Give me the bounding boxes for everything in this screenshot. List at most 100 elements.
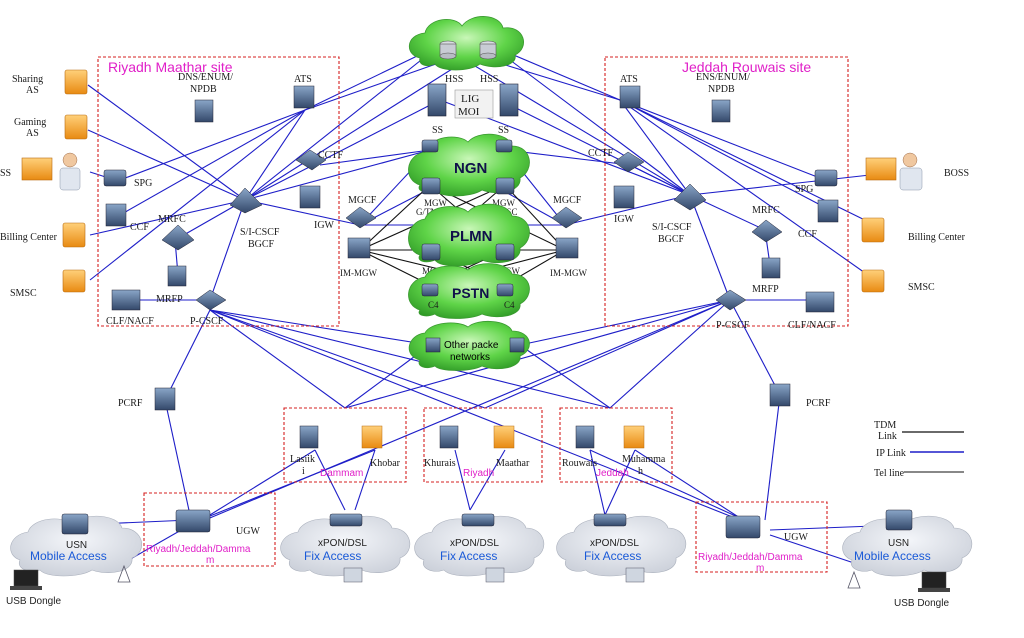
pc-icon	[625, 567, 645, 583]
jeddah-clf-label: CLF/NACF	[788, 320, 836, 331]
dammam-left-label-2: i	[302, 466, 305, 477]
ss-left-label: SS	[432, 125, 443, 136]
laptop-icon	[13, 569, 39, 587]
ats-server-icon	[619, 85, 641, 109]
jeddah-pcscf-label: P-CSCF	[716, 320, 750, 331]
dsl-modem-icon	[593, 513, 627, 527]
pcscf-icon	[195, 289, 227, 311]
clf-server-icon	[111, 289, 141, 311]
riyadh-scscf-label-2: BGCF	[248, 239, 275, 250]
boss-right: BOSS	[865, 152, 969, 191]
ens-server-icon	[711, 99, 731, 123]
jeddah-igw-label: IGW	[614, 214, 635, 225]
right-mobile-label: Mobile Access	[854, 549, 931, 563]
pcrf-right-label: PCRF	[806, 398, 831, 409]
legend-ip-label: IP Link	[876, 448, 906, 459]
sharing-as: Sharing AS	[12, 69, 88, 96]
dammam-left-label-1: Lasiik	[290, 454, 315, 465]
left-usn-label: USN	[66, 540, 87, 551]
ss-right-label: SS	[498, 125, 509, 136]
mobile-access-left: USN Mobile Access USB Dongle	[6, 513, 142, 607]
left-ugw-box-label-2: m	[206, 555, 214, 566]
computer-icon	[865, 157, 897, 181]
hss-cloud: HSS HSS	[408, 16, 524, 85]
boss-left-label: SS	[0, 168, 11, 179]
ccf-server-icon	[105, 203, 127, 227]
link-lines	[74, 44, 901, 566]
left-ugw-label: UGW	[236, 526, 260, 537]
riyadh-left-label: Khurais	[424, 458, 456, 469]
igw-server-icon	[299, 185, 321, 209]
mgcf-right-label: MGCF	[553, 195, 582, 206]
laptop-icon	[921, 571, 947, 589]
riyadh-spg-label: SPG	[134, 178, 152, 189]
gaming-as: Gaming AS	[14, 114, 88, 140]
jeddah-npdb-label: NPDB	[708, 84, 735, 95]
riyadh-name: Riyadh	[463, 468, 494, 479]
sms-icon	[62, 269, 86, 293]
riyadh-clf-label: CLF/NACF	[106, 316, 154, 327]
riyadh-dns-label: DNS/ENUM/	[178, 72, 233, 83]
pstn-label: PSTN	[452, 285, 489, 301]
pcscf-icon	[715, 289, 747, 311]
softswitch-icon	[421, 139, 439, 153]
c4-switch-icon	[421, 283, 439, 297]
left-usb-label: USB Dongle	[6, 596, 61, 607]
jeddah-scscf-label-2: BGCF	[658, 234, 685, 245]
router-icon	[439, 425, 459, 449]
billing-right-label: Billing Center	[908, 232, 966, 243]
im-mgw-icon	[555, 237, 579, 259]
ats-server-icon	[293, 85, 315, 109]
fix2-title: xPON/DSL	[450, 538, 499, 549]
fix3-title: xPON/DSL	[590, 538, 639, 549]
legend-tdm-label-1: TDM	[874, 420, 896, 431]
jeddah-mrfc-label: MRFC	[752, 205, 780, 216]
jeddah-scscf-label-1: S/I-CSCF	[652, 222, 692, 233]
jeddah-site-box: Jeddah Rouwais site	[604, 56, 849, 327]
riyadh-box: Khurais Maathar Riyadh	[423, 407, 543, 483]
mgw-icon	[421, 243, 441, 261]
antenna-icon	[117, 564, 131, 583]
database-icon	[479, 40, 497, 60]
immgw-left-label: IM-MGW	[340, 268, 377, 278]
billing-icon	[861, 217, 885, 243]
igw-server-icon	[613, 185, 635, 209]
mrfp-icon	[761, 257, 781, 279]
riyadh-ccf-label: CCF	[130, 222, 149, 233]
mrfp-icon	[167, 265, 187, 287]
fix3-name: Fix Access	[584, 549, 641, 563]
clf-server-icon	[805, 291, 835, 313]
jeddah-ens-label: ENS/ENUM/	[696, 72, 750, 83]
immgw-right-label: IM-MGW	[550, 268, 587, 278]
cctf-icon	[295, 149, 327, 171]
billing-center-left: Billing Center	[0, 222, 86, 248]
riyadh-npdb-label: NPDB	[190, 84, 217, 95]
jeddah-mrfp-label: MRFP	[752, 284, 779, 295]
pc-icon	[485, 567, 505, 583]
legend-tdm-label-2: Link	[878, 431, 897, 442]
mgcf-icon	[345, 206, 377, 229]
left-ugw-box-label-1: Riyadh/Jeddah/Damma	[146, 544, 251, 555]
billing-center-right: Billing Center	[861, 217, 966, 243]
riyadh-pcscf-label: P-CSCF	[190, 316, 224, 327]
other-packet-networks-cloud: Other packe networks	[408, 321, 530, 371]
riyadh-cctf-label: CCTF	[318, 150, 343, 161]
cscf-icon	[673, 183, 707, 211]
other-networks-label-1: Other packe	[444, 340, 499, 351]
pcrf-icon	[769, 383, 791, 407]
database-icon	[439, 40, 457, 60]
c4-right-label: C4	[504, 300, 515, 310]
hss-left-label: HSS	[445, 74, 463, 85]
ugw-icon	[175, 509, 211, 533]
pcrf-icon	[154, 387, 176, 411]
smsc-left: SMSC	[10, 269, 86, 299]
jeddah-ccf-label: CCF	[798, 229, 817, 240]
mrfc-icon	[751, 219, 783, 243]
usn-switch-icon	[885, 509, 913, 531]
mgw-icon	[421, 177, 441, 195]
billing-icon	[62, 222, 86, 248]
ugw-icon	[725, 515, 761, 539]
jeddah-right-label-1: Muhamma	[622, 454, 666, 465]
mgcf-icon	[551, 206, 583, 229]
